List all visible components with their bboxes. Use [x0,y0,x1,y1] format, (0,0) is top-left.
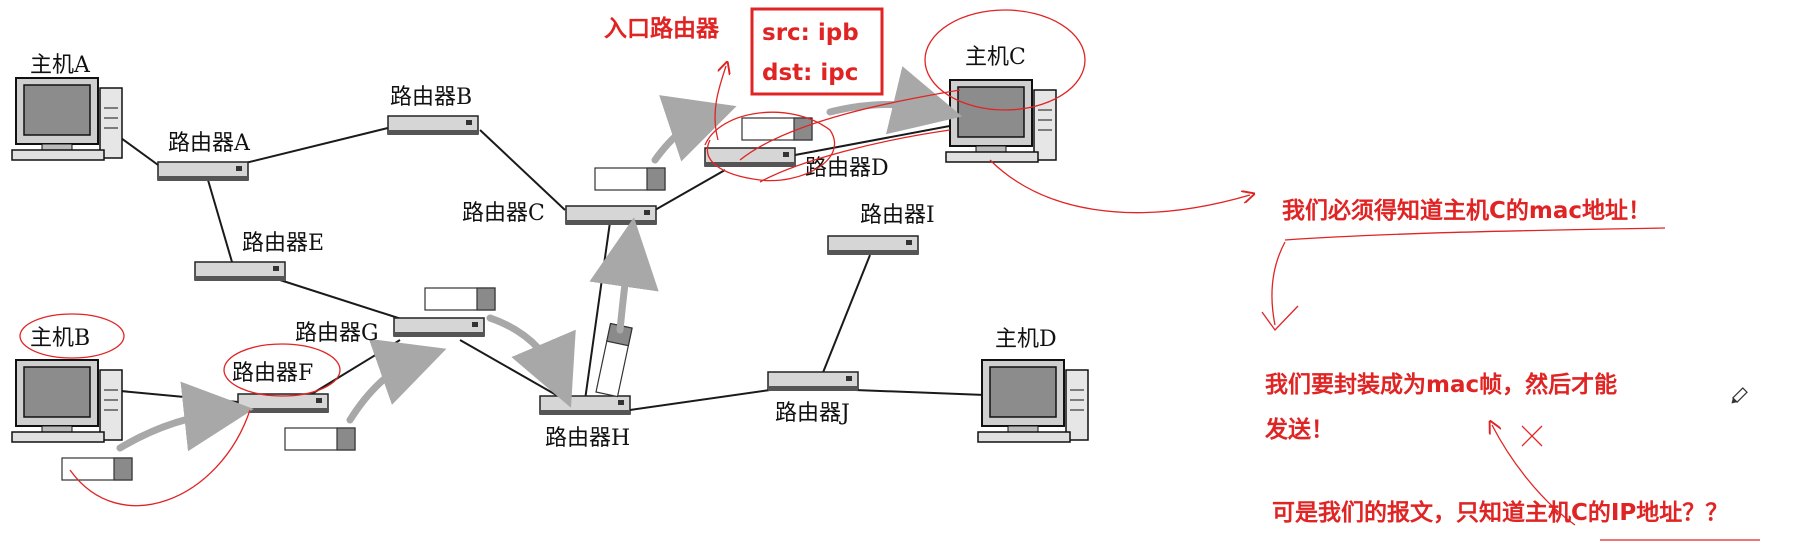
flow-arrow [486,314,576,408]
packet-icon [741,117,813,141]
packet-icon [594,167,666,191]
router-d-scribble [739,89,961,161]
link-routerH-routerJ [629,389,771,411]
router-j-icon [767,371,859,392]
bottom-arrow-stroke [1492,425,1576,526]
packet-src: src: ipb [762,20,859,46]
x-mark [1521,425,1543,447]
router-b-label: 路由器B [390,85,472,110]
router-d-label: 路由器D [805,156,889,181]
router-c-label: 路由器C [462,201,545,226]
encapsulate-note-line1: 我们要封装成为mac帧，然后才能 [1265,371,1617,398]
router-d-icon [704,147,796,168]
packet-dst: dst: ipc [762,60,858,86]
down-arrow-head [1261,305,1299,332]
loop-stroke [69,409,251,507]
link-routerA-routerE [207,179,233,263]
router-h-icon [539,395,631,416]
packet-icon [424,287,496,311]
packet-header-box [750,7,884,96]
host-c-circle [924,9,1086,111]
router-c-icon [565,205,657,226]
router-i-label: 路由器I [860,203,935,228]
router-a-icon [157,161,249,182]
flow-arrow [589,217,659,334]
router-b-icon [387,115,479,136]
host-b-label: 主机B [30,326,90,351]
only-ip-note: 可是我们的报文，只知道主机C的IP地址？？ [1272,499,1728,526]
router-j-label: 路由器J [775,401,850,426]
host-c-icon [945,79,1057,163]
entry-router-pointer [714,66,726,141]
router-g-label: 路由器G [295,321,379,346]
host-d-icon [977,359,1089,443]
pencil-cursor-icon [1731,387,1748,404]
router-f-label: 路由器F [232,361,313,386]
red-annotation-strokes [19,9,1760,541]
link-routerC-routerD [654,169,726,211]
router-i-icon [827,235,919,256]
flow-arrow [651,95,737,164]
link-routerA-routerB [224,124,401,169]
host-b-icon [11,359,123,443]
packet-icon [284,427,356,451]
router-d-scribble [759,129,951,183]
router-e-icon [194,261,286,282]
router-f-icon [237,393,329,414]
flow-arrow [346,338,447,424]
host-c-to-note-curve [989,159,1250,214]
note-underline [1284,227,1666,241]
router-a-label: 路由器A [168,131,251,156]
encapsulate-note-line2: 发送！ [1264,416,1334,443]
link-routerJ-hostD [854,389,986,396]
router-d-scribble [704,111,836,182]
link-routerJ-routerI [819,254,871,381]
packet-icon [61,457,133,481]
host-a-icon [11,77,123,161]
flow-arrow [116,381,254,452]
router-h-label: 路由器H [545,426,630,451]
flow-arrow [826,66,963,135]
host-b-circle [19,313,125,359]
network-links [109,124,986,411]
entry-router-label: 入口路由器 [604,15,720,42]
router-f-circle [223,343,341,397]
link-routerD-hostC [794,124,956,156]
link-routerG-routerH [459,339,566,401]
router-e-label: 路由器E [242,231,324,256]
host-a-label: 主机A [30,53,91,78]
need-mac-note: 我们必须得知道主机C的mac地址！ [1282,197,1651,224]
host-c-label: 主机C [965,45,1026,70]
packet-icon [595,322,633,398]
host-d-label: 主机D [995,327,1057,352]
link-routerB-routerC [479,129,566,211]
link-routerF-routerG [309,339,401,396]
router-g-icon [393,317,485,338]
down-arrow-stroke [1271,241,1286,326]
link-hostB-routerF [109,389,239,403]
